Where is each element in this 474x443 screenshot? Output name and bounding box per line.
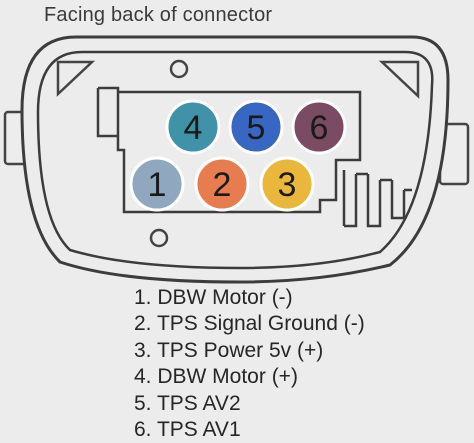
pin-4-circle [165, 99, 221, 155]
pin-3: 3 [259, 156, 315, 212]
legend-item-5: 5. TPS AV2 [134, 391, 241, 415]
pin-5-number: 5 [247, 109, 266, 147]
pin-4: 4 [165, 99, 221, 155]
pin-6: 6 [291, 99, 347, 155]
pin-3-circle [259, 156, 315, 212]
legend-item-1: 1. DBW Motor (-) [134, 286, 293, 309]
bottom-locating-hole [149, 228, 169, 248]
connector-seal-inner [36, 50, 434, 270]
diagram-title: Facing back of connector [44, 4, 273, 26]
pin-4-number: 4 [184, 109, 203, 147]
connector-housing-outer [20, 35, 450, 284]
legend-item-2: 2. TPS Signal Ground (-) [134, 312, 365, 336]
pin-3-number: 3 [278, 166, 297, 204]
pin-5-circle [228, 99, 284, 155]
legend-item-6: 6. TPS AV1 [134, 418, 241, 442]
pin-1: 1 [129, 156, 185, 212]
pin-1-circle [129, 156, 185, 212]
pin-2: 2 [194, 156, 250, 212]
terminal-cavity-outline [98, 86, 362, 214]
pin-6-circle [291, 99, 347, 155]
pin-2-number: 2 [213, 166, 232, 204]
pin-2-circle [194, 156, 250, 212]
top-locating-hole [169, 59, 189, 79]
legend-item-3: 3. TPS Power 5v (+) [134, 338, 324, 362]
right-corner-triangle [378, 60, 420, 99]
left-corner-triangle [56, 60, 96, 97]
legend-item-4: 4. DBW Motor (+) [134, 365, 298, 389]
pin-6-number: 6 [310, 109, 329, 147]
pin-5: 5 [228, 99, 284, 155]
pin-1-number: 1 [148, 166, 167, 204]
cavity-step-left [96, 88, 118, 138]
pin-legend: 1. DBW Motor (-) 2. TPS Signal Ground (-… [134, 285, 365, 443]
latch-comb [342, 170, 412, 228]
